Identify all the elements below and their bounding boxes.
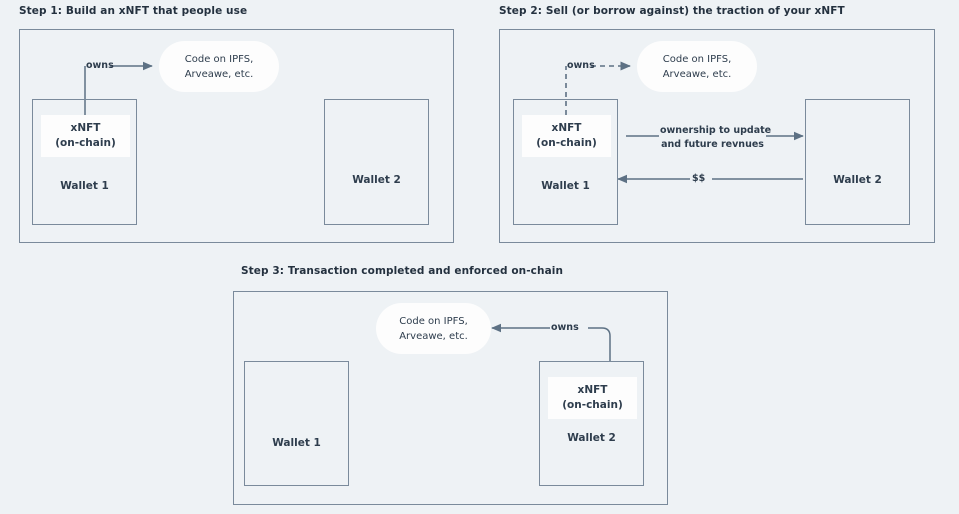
step-2-bubble-line1: Code on IPFS, xyxy=(662,53,732,65)
step-3-xnft-line1: xNFT xyxy=(577,383,608,396)
step-1-owns-label: owns xyxy=(86,60,114,71)
step-2-code-bubble: Code on IPFS, Arveawe, etc. xyxy=(637,41,757,92)
step-3-xnft-line2: (on-chain) xyxy=(562,399,623,411)
step-2-wallet-2-label: Wallet 2 xyxy=(833,174,882,186)
step-1-bubble-line1: Code on IPFS, xyxy=(184,53,254,65)
step-3-wallet-1: Wallet 1 xyxy=(244,361,349,486)
step-3-title: Step 3: Transaction completed and enforc… xyxy=(241,265,564,277)
step-1-xnft-card: xNFT (on-chain) xyxy=(41,115,130,157)
step-2-xnft-line2: (on-chain) xyxy=(536,137,597,149)
step-3-wallet-2-label: Wallet 2 xyxy=(567,432,616,444)
step-2-wallet-2: Wallet 2 xyxy=(805,99,910,225)
step-2-wallet-1: Wallet 1 xyxy=(513,99,618,225)
step-3-code-bubble: Code on IPFS, Arveawe, etc. xyxy=(376,303,491,354)
step-2-ownership-label: ownership to update and future revnues xyxy=(660,124,772,153)
step-1-title: Step 1: Build an xNFT that people use xyxy=(19,5,248,17)
step-1-xnft-line1: xNFT xyxy=(70,121,101,134)
step-2-payment-label: $$ xyxy=(692,173,706,184)
step-1-bubble-line2: Arveawe, etc. xyxy=(184,68,254,80)
step-2-owns-label: owns xyxy=(567,60,595,71)
step-1-container xyxy=(19,29,454,243)
step-1-wallet-1-label: Wallet 1 xyxy=(60,180,109,192)
step-1-wallet-2-label: Wallet 2 xyxy=(352,174,401,186)
step-3-wallet-2: Wallet 2 xyxy=(539,361,644,486)
step-3-xnft-card: xNFT (on-chain) xyxy=(548,377,637,419)
step-1-wallet-2: Wallet 2 xyxy=(324,99,429,225)
step-3-owns-label: owns xyxy=(551,322,579,333)
step-2-xnft-card: xNFT (on-chain) xyxy=(522,115,611,157)
step-2-ownership-label-line1: ownership to update xyxy=(660,125,772,136)
step-2-wallet-1-label: Wallet 1 xyxy=(541,180,590,192)
step-2-title: Step 2: Sell (or borrow against) the tra… xyxy=(499,5,845,17)
step-2-xnft-line1: xNFT xyxy=(551,121,582,134)
step-2-bubble-line2: Arveawe, etc. xyxy=(662,68,732,80)
step-2-ownership-label-line2: and future revnues xyxy=(661,139,764,151)
step-1-code-bubble: Code on IPFS, Arveawe, etc. xyxy=(159,41,279,92)
step-2-container xyxy=(499,29,935,243)
step-1-xnft-line2: (on-chain) xyxy=(55,137,116,149)
step-1-wallet-1: Wallet 1 xyxy=(32,99,137,225)
step-3-container xyxy=(233,291,668,505)
step-3-bubble-line1: Code on IPFS, xyxy=(399,315,468,327)
step-3-wallet-1-label: Wallet 1 xyxy=(272,437,321,449)
step-3-bubble-line2: Arveawe, etc. xyxy=(399,330,468,342)
